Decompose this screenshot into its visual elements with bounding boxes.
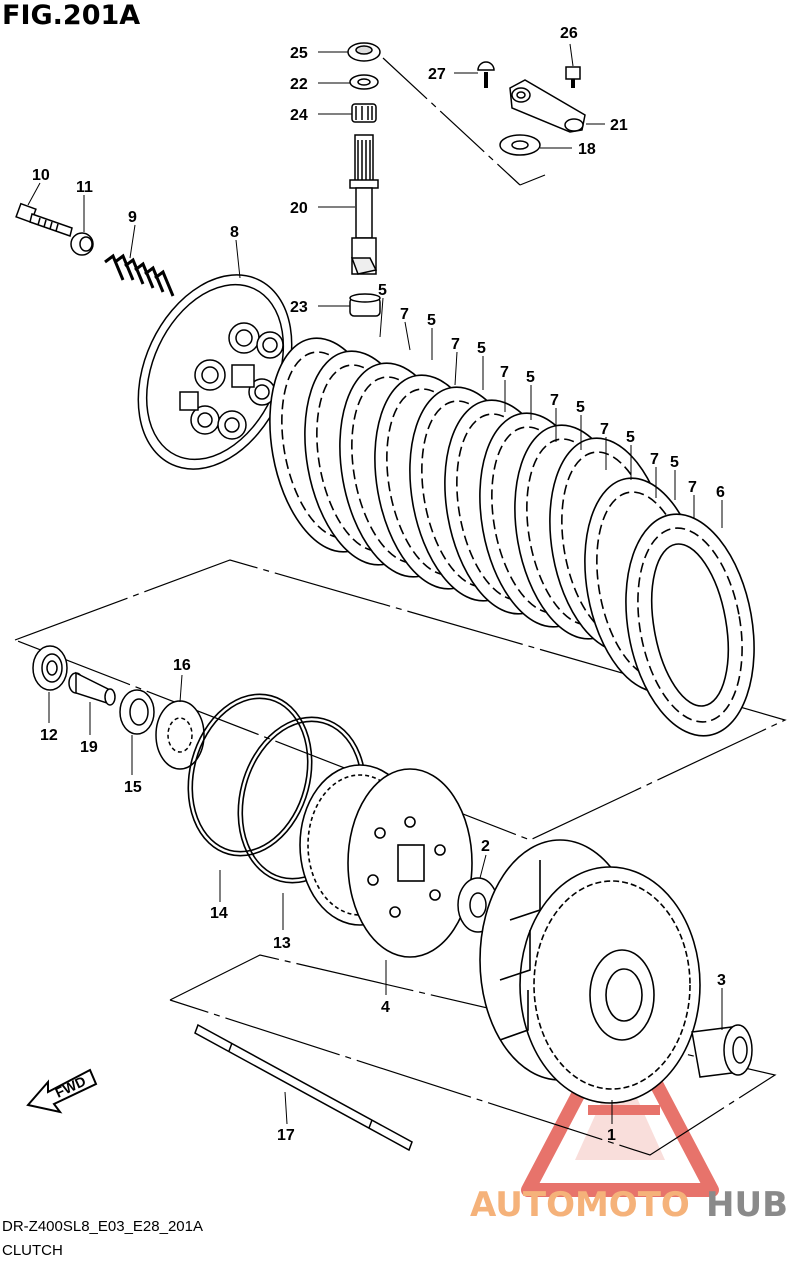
leader-lines <box>27 43 723 1125</box>
callout-13: 13 <box>273 935 291 952</box>
callout-3: 3 <box>717 972 726 989</box>
plate <box>625 513 755 737</box>
watermark-text-part1: AUTOMOTO <box>470 1185 690 1225</box>
forward-direction-arrow: FWD <box>26 1068 98 1114</box>
watermark-text-part2: HUB <box>706 1185 788 1225</box>
callout-5d: 5 <box>526 369 535 386</box>
callout-5a: 5 <box>378 282 387 299</box>
release-shaft <box>349 134 379 275</box>
callout-22: 22 <box>290 76 308 93</box>
callout-8: 8 <box>230 224 239 241</box>
callout-5c: 5 <box>477 340 486 357</box>
pressure-plate <box>137 274 293 470</box>
callout-2: 2 <box>481 838 490 855</box>
callout-4: 4 <box>381 999 390 1016</box>
callout-7g: 7 <box>688 479 697 496</box>
callout-1: 1 <box>607 1127 616 1144</box>
callout-20: 20 <box>290 200 308 217</box>
callout-7b: 7 <box>451 336 460 353</box>
push-rod <box>194 1023 413 1152</box>
watermark-triangle <box>521 1008 719 1197</box>
callout-7e: 7 <box>600 421 609 438</box>
clutch-spring <box>104 253 175 297</box>
callout-24: 24 <box>290 107 308 124</box>
callout-15: 15 <box>124 779 142 796</box>
callout-19: 19 <box>80 739 98 756</box>
callout-7f: 7 <box>650 451 659 468</box>
figure-title: FIG.201A <box>2 0 141 31</box>
callout-23: 23 <box>290 299 308 316</box>
callout-6: 6 <box>716 484 725 501</box>
callout-14: 14 <box>210 905 228 922</box>
callout-7a: 7 <box>400 306 409 323</box>
needle-bearing <box>349 293 381 317</box>
callout-21: 21 <box>610 117 628 134</box>
bolt-spring-set <box>15 202 175 297</box>
figure-name: CLUTCH <box>2 1242 63 1259</box>
figure-code: DR-Z400SL8_E03_E28_201A <box>2 1218 203 1235</box>
callout-18: 18 <box>578 141 596 158</box>
clutch-sleeve-hub <box>299 764 473 958</box>
callout-10: 10 <box>32 167 50 184</box>
callout-9: 9 <box>128 209 137 226</box>
callout-17: 17 <box>277 1127 295 1144</box>
callout-5b: 5 <box>427 312 436 329</box>
callout-11: 11 <box>76 179 93 196</box>
callout-5f: 5 <box>626 429 635 446</box>
callout-7c: 7 <box>500 364 509 381</box>
callout-5e: 5 <box>576 399 585 416</box>
callout-5g: 5 <box>670 454 679 471</box>
bearing-stack <box>347 42 381 123</box>
callout-26: 26 <box>560 25 578 42</box>
callout-25: 25 <box>290 45 308 62</box>
callout-7d: 7 <box>550 392 559 409</box>
watermark-logo: AUTOMOTO HUB <box>470 1185 788 1225</box>
small-parts-left <box>32 645 205 770</box>
callout-labels: 25 22 24 20 23 27 26 21 18 10 11 9 8 5 7… <box>32 25 726 1144</box>
release-arm <box>477 61 586 156</box>
primary-driven-gear <box>479 839 701 1104</box>
callout-12: 12 <box>40 727 58 744</box>
clutch-plate-stack <box>269 337 755 737</box>
callout-16: 16 <box>173 657 191 674</box>
spacer-sleeve <box>691 1024 753 1078</box>
callout-27: 27 <box>428 66 446 83</box>
